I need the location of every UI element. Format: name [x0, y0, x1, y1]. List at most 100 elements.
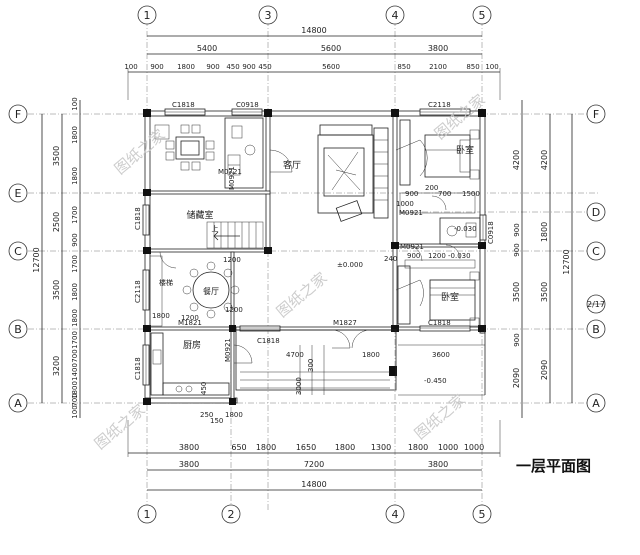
dim-right-3: 2090 — [540, 360, 549, 380]
room-bedroom-bottom: 卧室 — [441, 291, 459, 303]
dim-left-total: 12700 — [32, 247, 41, 272]
tag-m0721: M0721 — [218, 168, 242, 176]
level-030: -0.030 — [454, 225, 477, 233]
dim-left-3: 3200 — [52, 356, 61, 376]
axis-top-1: 1 — [144, 9, 151, 22]
axis-top-5: 5 — [479, 9, 486, 22]
stair-up: 上 — [212, 224, 219, 233]
tag-m1821: M1821 — [178, 319, 202, 327]
stair — [149, 221, 264, 327]
dim-1200d: 1200 — [225, 306, 243, 314]
tag-m0921-b: M0921 — [399, 209, 423, 217]
dim-top2-9: 2100 — [429, 63, 447, 71]
tag-c1818-left1: C1818 — [134, 207, 142, 230]
dim-right-1: 1800 — [540, 222, 549, 242]
bedroom-top-furniture — [399, 119, 480, 186]
dim-li-5: 1700 — [71, 255, 79, 273]
dim-250: 250 — [200, 411, 213, 419]
top-dimensions — [127, 35, 501, 100]
dim-bot-2: 1800 — [256, 443, 276, 452]
dim-li-7: 1800 — [71, 309, 79, 327]
dim-bot-5: 1300 — [371, 443, 391, 452]
axis-right-F: F — [593, 108, 599, 121]
dim-300: 300 — [307, 359, 315, 372]
opening-tags: C1818 C0918 C2118 M0721 M0921 M0921 M092… — [134, 101, 495, 380]
dim-li-6: 1800 — [71, 283, 79, 301]
dim-top-5600: 5600 — [321, 44, 341, 53]
room-dining: 餐厅 — [203, 287, 219, 296]
bathroom-fixtures — [224, 117, 264, 189]
dim-top2-8: 850 — [397, 63, 410, 71]
axis-bubbles — [8, 5, 606, 524]
dim-1200c: 1200 — [223, 256, 241, 264]
level-450: -0.450 — [424, 377, 447, 385]
dim-top2-10: 850 — [466, 63, 479, 71]
tag-m0921-a: M0921 — [228, 166, 236, 190]
walls — [142, 108, 487, 405]
axis-right-C: C — [592, 245, 600, 258]
living-sofa-set — [317, 124, 389, 222]
room-storage: 储藏室 — [186, 209, 213, 221]
dim-right-0: 4200 — [540, 150, 549, 170]
kitchen-fixtures — [150, 332, 230, 396]
dim-li-9: 700 — [71, 349, 79, 362]
dim-ri-2: 900 — [513, 243, 521, 256]
room-living: 客厅 — [283, 159, 301, 171]
axis-left-B: B — [14, 323, 22, 336]
dim-200: 200 — [425, 184, 438, 192]
room-kitchen: 厨房 — [183, 339, 201, 351]
left-dim-text: 12700 3500 2500 3500 3200 100 1800 1800 … — [32, 97, 79, 418]
dim-li-8: 1700 — [71, 331, 79, 349]
dim-1800c: 1800 — [225, 411, 243, 419]
front-steps — [235, 329, 486, 401]
watermark-1: 图纸之家 — [111, 126, 169, 178]
dim-bot-6: 1800 — [408, 443, 428, 452]
left-dimensions — [41, 100, 81, 418]
axis-left-C: C — [14, 245, 22, 258]
dim-1800b: 1800 — [152, 312, 170, 320]
dim-ri-1: 900 — [513, 223, 521, 236]
axis-right-D: D — [592, 206, 600, 219]
axis-right-A: A — [592, 397, 600, 410]
dim-li-2: 1800 — [71, 167, 79, 185]
dim-900: 900 — [407, 252, 420, 260]
dim-bot2-1: 7200 — [304, 460, 324, 469]
dim-bot-8: 1000 — [464, 443, 484, 452]
dim-left-0: 3500 — [52, 146, 61, 166]
dim-ri-0: 4200 — [512, 150, 521, 170]
dim-ri-3: 3500 — [512, 282, 521, 302]
dim-top2-11: 100 — [485, 63, 498, 71]
dim-li-4: 900 — [71, 233, 79, 246]
tag-m0921-c: M0921 — [400, 243, 424, 251]
dim-bot-3: 1650 — [296, 443, 316, 452]
level-030b: -0.030 — [448, 252, 471, 260]
tag-m0921-k: M0921 — [224, 338, 232, 362]
tag-m1827: M1827 — [333, 319, 357, 327]
dim-li-3: 1700 — [71, 206, 79, 224]
dim-bot2-2: 3800 — [428, 460, 448, 469]
dim-right-total: 12700 — [562, 249, 571, 274]
watermark-4: 图纸之家 — [91, 401, 149, 453]
room-labels: 客厅 储藏室 餐厅 厨房 卧室 卧室 楼梯 上 — [159, 144, 474, 351]
axis-left-E: E — [15, 187, 22, 200]
dim-top-3800: 3800 — [428, 44, 448, 53]
bathroom-right — [399, 192, 481, 269]
right-dim-text: 4200 900 900 3500 900 2090 4200 1800 350… — [512, 150, 571, 388]
room-stair: 楼梯 — [159, 278, 173, 287]
dim-top-total: 14800 — [301, 26, 326, 35]
tag-c1818-left2: C1818 — [134, 357, 142, 380]
dim-ri-5: 2090 — [512, 368, 521, 388]
dim-240: 240 — [384, 255, 397, 263]
dim-top2-0: 100 — [124, 63, 137, 71]
dim-left-1: 2500 — [52, 212, 61, 232]
axis-left-F: F — [15, 108, 21, 121]
dim-li-11: 1800 — [71, 381, 79, 399]
dim-bot2-0: 3800 — [179, 460, 199, 469]
axis-bottom-2: 2 — [228, 508, 235, 521]
level-000: ±0.000 — [337, 261, 363, 269]
dim-bot-7: 1000 — [438, 443, 458, 452]
bottom-dim-text: 3800 650 1800 1650 1800 1300 1800 1000 1… — [179, 443, 484, 489]
dim-ri-4: 900 — [513, 333, 521, 346]
watermark-3: 图纸之家 — [273, 269, 331, 321]
dim-li-1: 1800 — [71, 126, 79, 144]
